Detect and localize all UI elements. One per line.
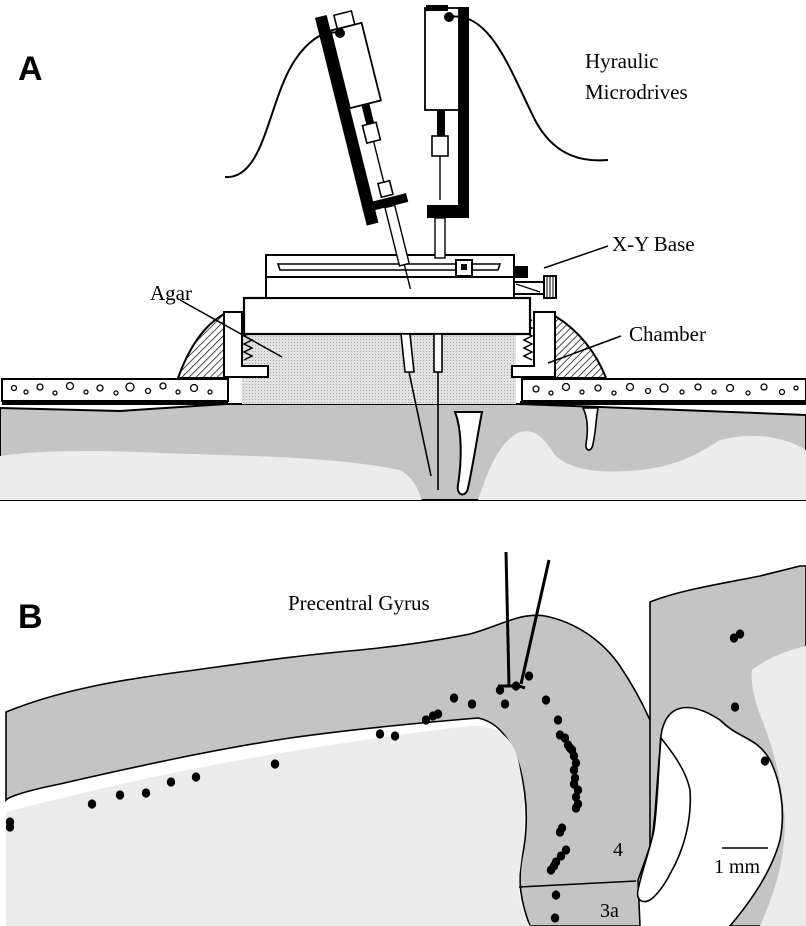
cement-right: [554, 314, 608, 379]
recording-site-dot: [141, 788, 151, 798]
leader-chamber: [547, 335, 622, 364]
cement-left: [176, 312, 225, 379]
label-agar: Agar: [150, 281, 192, 305]
area-boundary: [518, 880, 637, 888]
recording-site-dot: [511, 681, 521, 691]
hydraulic-tube-right: [448, 15, 609, 162]
recording-site-dot: [560, 733, 570, 743]
recording-site-dot: [191, 772, 201, 782]
recording-site-dot: [115, 790, 125, 800]
sulcus-a-right: [581, 407, 599, 451]
recording-site-dot: [375, 729, 385, 739]
label-chamber: Chamber: [629, 322, 706, 346]
recording-site-dot: [166, 777, 176, 787]
recording-site-dot: [550, 913, 560, 923]
skull-left: [1, 378, 229, 405]
chamber-walls: [223, 311, 556, 378]
recording-site-dot: [569, 751, 579, 761]
white-matter-a: [0, 451, 422, 500]
recording-site-dot: [495, 685, 505, 695]
chamber-lid: [242, 296, 532, 336]
label-area-3a: 3a: [600, 900, 619, 922]
recording-site-dot: [421, 715, 431, 725]
gyrus-white-matter: [6, 725, 530, 926]
recording-site-dot: [546, 865, 556, 875]
panel-a-letter: A: [18, 50, 43, 88]
microdrive-left: [314, 9, 412, 290]
recording-site-dot: [569, 765, 579, 775]
label-scale: 1 mm: [714, 856, 761, 878]
label-microdrives-line2: Microdrives: [585, 80, 688, 104]
recording-site-dot: [5, 822, 15, 832]
recording-site-dot: [433, 709, 443, 719]
microdrive-right: [424, 5, 469, 259]
adjacent-white-matter: [751, 646, 806, 926]
panel-a: A: [0, 5, 806, 501]
recording-site-dot: [730, 702, 740, 712]
recording-sites: [5, 629, 770, 923]
sulcus-a: [453, 411, 484, 496]
panel-b-letter: B: [18, 598, 43, 636]
recording-site-dot: [556, 851, 566, 861]
recording-site-dot: [553, 715, 563, 725]
leader-xy-base: [543, 245, 609, 269]
skull-right: [520, 378, 806, 405]
recording-site-dot: [390, 731, 400, 741]
xy-base: [265, 254, 557, 299]
recording-site-dot: [561, 845, 571, 855]
hydraulic-tube-left: [224, 31, 341, 179]
panel-b: B Precentral Gyrus 4 3a 1 mm: [5, 551, 806, 926]
brain-tissue-a: [0, 403, 806, 501]
central-sulcus-b: [636, 735, 692, 903]
label-precentral-gyrus: Precentral Gyrus: [288, 591, 430, 615]
recording-site-dot: [270, 759, 280, 769]
leader-agar: [179, 299, 283, 358]
label-area-4: 4: [613, 839, 623, 861]
recording-site-dot: [500, 699, 510, 709]
label-xy-base: X-Y Base: [612, 232, 695, 256]
recording-site-dot: [573, 785, 583, 795]
recording-site-dot: [760, 756, 770, 766]
recording-site-dot: [449, 693, 459, 703]
electrodes-a: [400, 333, 443, 490]
recording-site-dot: [555, 827, 565, 837]
recording-site-dot: [551, 890, 561, 900]
recording-site-dot: [524, 671, 534, 681]
recording-site-dot: [729, 633, 739, 643]
recording-site-dot: [571, 758, 581, 768]
label-microdrives-line1: Hyraulic: [585, 49, 658, 73]
recording-site-dot: [571, 792, 581, 802]
recording-site-dot: [87, 799, 97, 809]
recording-site-dot: [467, 699, 477, 709]
recording-site-dot: [571, 803, 581, 813]
recording-site-dot: [541, 695, 551, 705]
agar-fill: [242, 332, 516, 404]
white-matter-a-right: [478, 431, 806, 500]
